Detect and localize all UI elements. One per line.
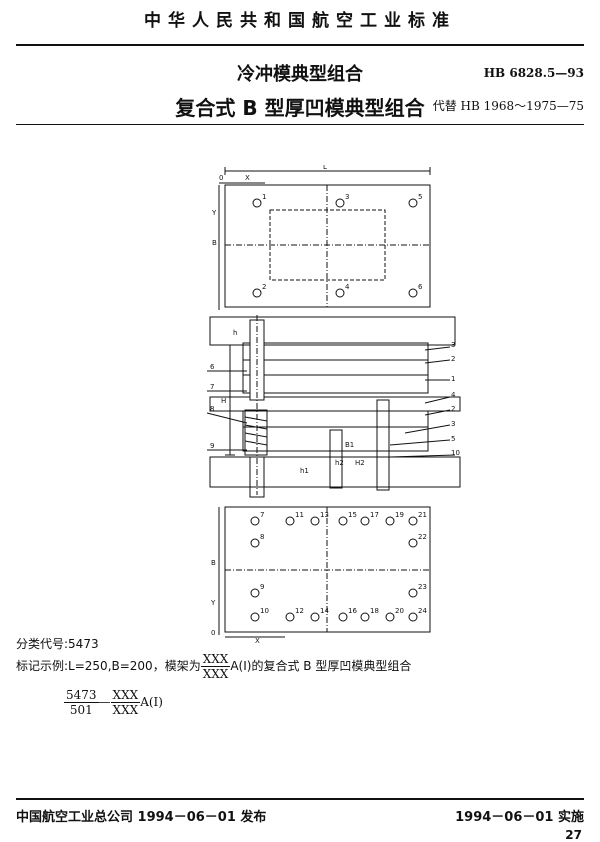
dim-Y: Y [211, 209, 217, 217]
title-rule [16, 124, 584, 125]
bottom-hole [338, 516, 348, 526]
bottom-hole-label: 17 [370, 511, 379, 519]
bottom-hole [408, 588, 418, 598]
bottom-hole [385, 612, 395, 622]
bottom-hole-label: 15 [348, 511, 357, 519]
bottom-hole-label: 20 [395, 607, 404, 615]
hole-6: 6 [418, 283, 423, 291]
bottom-hole [310, 516, 320, 526]
origin-zero-bottom: 0 [211, 629, 215, 637]
svg-text:3: 3 [451, 420, 455, 428]
hole-3: 3 [345, 193, 349, 201]
bottom-hole-label: 16 [348, 607, 357, 615]
bottom-hole [408, 612, 418, 622]
hole-4: 4 [345, 283, 350, 291]
bottom-hole [250, 612, 260, 622]
bottom-hole-label: 14 [320, 607, 329, 615]
svg-text:6: 6 [210, 363, 215, 371]
bottom-hole-label: 18 [370, 607, 379, 615]
bottom-hole-label: 8 [260, 533, 264, 541]
dim-B-top: B [212, 239, 217, 247]
bottom-hole-markers: 7 11 13 15 17 19 21 8 22 9 23 10 12 14 16 18 20 24 [250, 511, 427, 622]
bottom-hole-label: 11 [295, 511, 304, 519]
dim-h1: h1 [300, 467, 309, 475]
code-separator: — [98, 695, 111, 709]
footer-rule [16, 798, 584, 800]
svg-text:7: 7 [210, 383, 214, 391]
svg-text:9: 9 [210, 442, 214, 450]
bottom-hole [385, 516, 395, 526]
implementation-date: 1994－06－01 实施 [455, 810, 584, 825]
dim-Y-bottom: Y [210, 599, 216, 607]
dim-H2: H2 [355, 459, 365, 467]
doc-title-line2: 复合式 B 型厚凹模典型组合 [175, 96, 425, 120]
bottom-hole-label: 12 [295, 607, 304, 615]
svg-text:2: 2 [451, 405, 455, 413]
replaces-note: 代替 HB 1968～1975—75 [432, 99, 584, 113]
svg-text:5: 5 [451, 435, 455, 443]
bottom-hole [285, 612, 295, 622]
bottom-hole [250, 538, 260, 548]
example-prefix: 标记示例:L=250,B=200，模架为 [16, 659, 201, 673]
bottom-hole [285, 516, 295, 526]
bottom-hole [408, 516, 418, 526]
header-rule [16, 44, 584, 46]
standard-org-title: 中华人民共和国航空工业标准 [144, 11, 456, 31]
svg-text:2: 2 [451, 355, 455, 363]
bottom-hole-label: 22 [418, 533, 427, 541]
top-view: L X 0 B Y 1 2 3 4 5 6 [211, 165, 431, 310]
dim-h: h [233, 329, 237, 337]
classification-code: 分类代号:5473 [16, 637, 99, 651]
standard-number: HB 6828.5—93 [483, 66, 584, 80]
bottom-view: B Y 0 X 7 11 13 15 17 19 21 8 22 9 23 10 12 14 16 18 20 2… [210, 506, 431, 645]
dim-H: H [221, 397, 226, 405]
dim-B1: B1 [345, 441, 354, 449]
bottom-hole-label: 23 [418, 583, 427, 591]
svg-text:10: 10 [451, 449, 460, 457]
code-suffix: A(I) [140, 695, 163, 709]
bottom-hole [360, 516, 370, 526]
bottom-hole [360, 612, 370, 622]
dim-L: L [323, 165, 327, 171]
bottom-hole [338, 612, 348, 622]
dim-B-bottom: B [211, 559, 216, 567]
bottom-hole-label: 9 [260, 583, 264, 591]
right-callouts: 3 2 1 4 2 3 5 10 [389, 341, 460, 458]
svg-text:1: 1 [451, 375, 455, 383]
dim-X-bottom: X [255, 637, 260, 645]
dim-h2: h2 [335, 459, 344, 467]
svg-text:3: 3 [451, 341, 455, 349]
bottom-hole [310, 612, 320, 622]
section-view: H h h1 h2 H2 B1 3 2 1 4 2 3 [206, 315, 461, 498]
origin-zero: 0 [219, 174, 223, 182]
issuer: 中国航空工业总公司 1994－06－01 发布 [16, 810, 267, 825]
hole-2: 2 [262, 283, 266, 291]
svg-text:4: 4 [451, 391, 456, 399]
hole-5: 5 [418, 193, 422, 201]
bottom-hole-label: 10 [260, 607, 269, 615]
bottom-hole-label: 13 [320, 511, 329, 519]
bottom-hole-label: 21 [418, 511, 427, 519]
svg-text:8: 8 [210, 405, 214, 413]
dim-X: X [245, 174, 250, 182]
left-callouts: 6 7 8 9 [206, 363, 248, 451]
bottom-hole [250, 516, 260, 526]
page-number: 27 [565, 828, 582, 842]
hole-1: 1 [262, 193, 266, 201]
bottom-hole-label: 24 [418, 607, 427, 615]
bottom-hole-label: 19 [395, 511, 404, 519]
technical-drawing: L X 0 B Y 1 2 3 4 5 6 [206, 165, 461, 645]
bottom-hole-label: 7 [260, 511, 264, 519]
example-suffix: A(I)的复合式 B 型厚凹模典型组合 [230, 659, 412, 673]
bottom-hole [250, 588, 260, 598]
bottom-hole [408, 538, 418, 548]
doc-title-line1: 冷冲模典型组合 [237, 64, 363, 85]
